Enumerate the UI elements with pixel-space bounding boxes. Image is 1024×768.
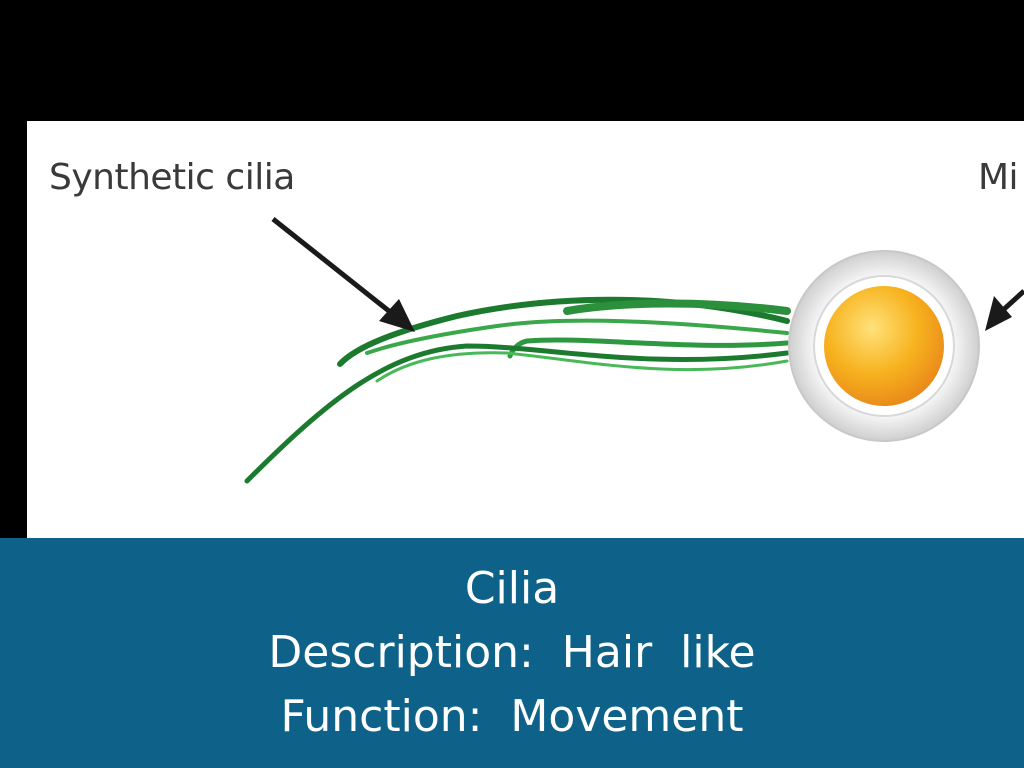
cilia-illustration bbox=[244, 217, 1024, 484]
microsphere-icon bbox=[788, 250, 980, 442]
microsphere-label: Mi bbox=[978, 157, 1019, 198]
arrow-icon bbox=[271, 217, 415, 332]
caption-title: Cilia bbox=[464, 563, 560, 614]
caption-description: Description: Hair like bbox=[268, 627, 756, 678]
cilia-strands bbox=[244, 296, 791, 484]
arrow-icon bbox=[985, 289, 1024, 331]
synthetic-cilia-label: Synthetic cilia bbox=[49, 157, 295, 198]
caption-function: Function: Movement bbox=[280, 691, 744, 742]
cilia-figure: Synthetic cilia Mi bbox=[27, 121, 1024, 538]
caption-bar: Cilia Description: Hair like Function: M… bbox=[0, 538, 1024, 768]
